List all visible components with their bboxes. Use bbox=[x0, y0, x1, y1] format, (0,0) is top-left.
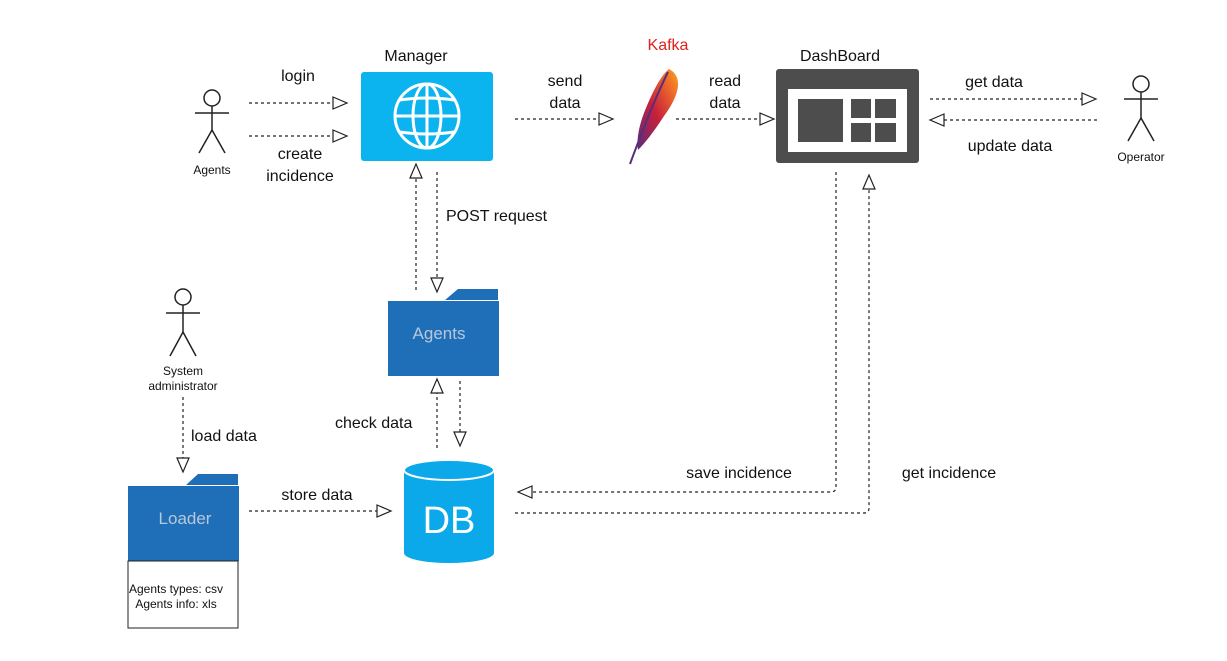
dashboard-layout-icon bbox=[798, 99, 896, 142]
kafka-title: Kafka bbox=[648, 37, 689, 54]
database-icon bbox=[403, 459, 495, 563]
sysadmin-actor: System administrator bbox=[148, 288, 218, 393]
edge-save-incidence: save incidence bbox=[516, 172, 837, 499]
edge-post-request: POST request bbox=[430, 172, 548, 294]
loader-folder-box bbox=[128, 486, 239, 561]
edge-send-data-line1: send bbox=[548, 73, 583, 90]
sysadmin-label-line1: System bbox=[163, 364, 203, 378]
agents-folder-box bbox=[388, 301, 499, 376]
dashboard-node[interactable]: DashBoard bbox=[776, 48, 919, 163]
edge-save-incidence-label: save incidence bbox=[686, 465, 792, 482]
folder-tab bbox=[445, 289, 498, 300]
edge-get-incidence-label: get incidence bbox=[902, 465, 996, 482]
actor-icon bbox=[195, 89, 229, 154]
agents-folder-label: Agents bbox=[413, 324, 466, 343]
folder-tab bbox=[186, 474, 238, 485]
edge-check-data: check data bbox=[335, 377, 444, 448]
dashboard-title: DashBoard bbox=[800, 48, 880, 65]
edge-update-data: update data bbox=[928, 113, 1098, 155]
loader-folder-node[interactable]: Loader Agents types: csv Agents info: xl… bbox=[127, 474, 239, 629]
agents-folder-node[interactable]: Agents bbox=[388, 289, 499, 376]
edge-read-data: read data bbox=[676, 73, 776, 126]
loader-folder-label: Loader bbox=[159, 509, 212, 528]
edge-login-label: login bbox=[281, 68, 315, 85]
edge-get-data-label: get data bbox=[965, 74, 1023, 91]
edge-get-incidence: get incidence bbox=[515, 173, 996, 514]
actor-icon bbox=[166, 288, 200, 357]
edge-create-incidence-line2: incidence bbox=[266, 168, 334, 185]
edge-login: login bbox=[249, 68, 349, 110]
manager-node[interactable]: Manager bbox=[361, 48, 493, 161]
edge-store-data-label: store data bbox=[281, 487, 352, 504]
agents-actor: Agents bbox=[193, 89, 231, 177]
edge-send-data: send data bbox=[515, 73, 615, 126]
loader-note-line2: Agents info: xls bbox=[135, 597, 216, 611]
db-label: DB bbox=[423, 500, 476, 542]
edge-get-data: get data bbox=[930, 74, 1098, 106]
edge-send-data-line2: data bbox=[549, 95, 580, 112]
edge-load-data: load data bbox=[176, 397, 257, 474]
edge-read-data-line1: read bbox=[709, 73, 741, 90]
globe-icon bbox=[393, 82, 461, 150]
sysadmin-label-line2: administrator bbox=[148, 379, 217, 393]
edge-read-data-line2: data bbox=[709, 95, 740, 112]
edge-store-data: store data bbox=[249, 487, 393, 518]
edge-update-data-label: update data bbox=[968, 138, 1053, 155]
loader-note-line1: Agents types: csv bbox=[129, 582, 223, 596]
edge-create-incidence-line1: create bbox=[278, 146, 323, 163]
edge-create-incidence: create incidence bbox=[249, 129, 349, 185]
agents-actor-label: Agents bbox=[193, 163, 230, 177]
edge-load-data-label: load data bbox=[191, 428, 257, 445]
actor-icon bbox=[1124, 75, 1158, 142]
manager-title: Manager bbox=[384, 48, 448, 65]
operator-actor: Operator bbox=[1117, 75, 1165, 164]
edge-agents-to-db bbox=[453, 381, 467, 448]
kafka-node[interactable]: Kafka bbox=[629, 37, 689, 165]
edge-check-data-label: check data bbox=[335, 415, 412, 432]
edge-agents-to-manager bbox=[409, 162, 423, 290]
operator-actor-label: Operator bbox=[1117, 150, 1164, 164]
edge-post-request-label: POST request bbox=[446, 208, 548, 225]
loader-note-box bbox=[127, 560, 239, 629]
db-node[interactable]: DB bbox=[403, 459, 495, 563]
kafka-feather-icon bbox=[629, 69, 679, 165]
